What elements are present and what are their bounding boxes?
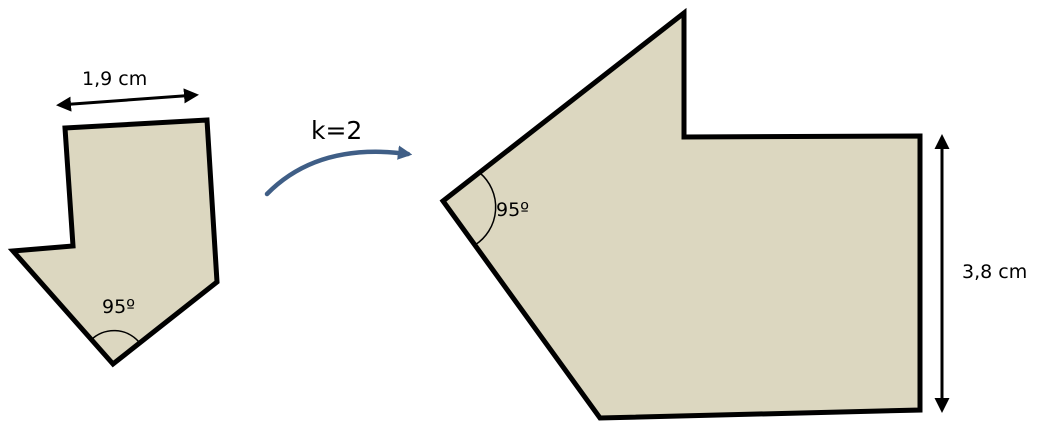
original-shape bbox=[7, 117, 220, 368]
original-angle-label: 95º bbox=[102, 296, 135, 318]
scale-factor-label: k=2 bbox=[311, 116, 362, 145]
image-side-label: 3,8 cm bbox=[962, 261, 1027, 283]
original-angle-arc bbox=[90, 329, 140, 343]
transformation-arrow bbox=[264, 145, 413, 197]
image-angle-arc bbox=[474, 172, 497, 246]
original-side-label: 1,9 cm bbox=[82, 68, 147, 90]
image-shape bbox=[439, 7, 923, 421]
original-dimension-arrow bbox=[56, 88, 199, 112]
image-angle-label: 95º bbox=[496, 199, 529, 221]
